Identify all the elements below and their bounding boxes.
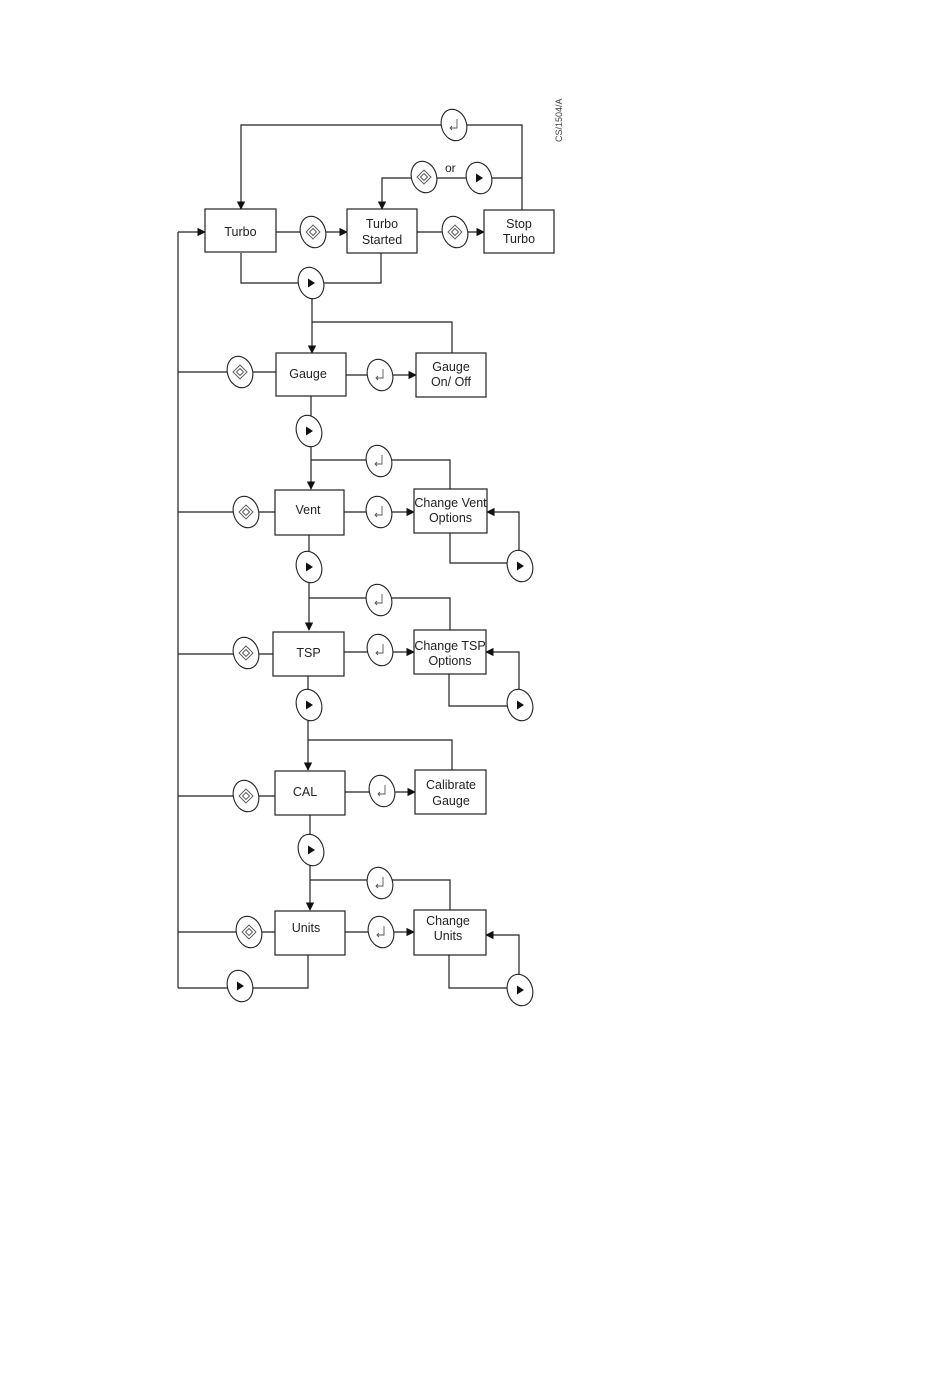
box-change-units: Change Units	[414, 910, 486, 955]
box-gauge-on-off-line1: Gauge	[432, 360, 470, 374]
cycle-right-triangle-icon	[292, 548, 326, 586]
box-units-label: Units	[292, 921, 320, 935]
start-stop-diamond-icon	[229, 634, 263, 672]
box-change-units-line1: Change	[426, 914, 470, 928]
box-units: Units	[275, 911, 345, 955]
enter-return-arrow-icon	[363, 864, 397, 902]
box-cal: CAL	[275, 771, 345, 815]
enter-return-arrow-icon	[362, 442, 396, 480]
box-vent: Vent	[275, 490, 344, 535]
box-stop-turbo-line2: Turbo	[503, 232, 535, 246]
box-turbo-label: Turbo	[224, 225, 256, 239]
box-gauge-on-off-line2: On/ Off	[431, 375, 472, 389]
cycle-right-triangle-icon	[503, 971, 537, 1009]
start-stop-diamond-icon	[232, 913, 266, 951]
box-change-tsp-line1: Change TSP	[414, 639, 485, 653]
enter-return-arrow-icon	[363, 356, 397, 394]
cycle-right-triangle-icon	[292, 412, 326, 450]
box-turbo-started-line1: Turbo	[366, 217, 398, 231]
cycle-right-triangle-icon	[503, 686, 537, 724]
box-change-tsp-options: Change TSP Options	[414, 630, 486, 674]
box-change-tsp-line2: Options	[428, 654, 471, 668]
start-stop-diamond-icon	[229, 777, 263, 815]
box-gauge-label: Gauge	[289, 367, 327, 381]
box-turbo-started: Turbo Started	[347, 209, 417, 253]
box-change-vent-line2: Options	[429, 511, 472, 525]
cycle-right-triangle-icon	[294, 264, 328, 302]
start-stop-diamond-icon	[438, 213, 472, 251]
cycle-right-triangle-icon	[223, 967, 257, 1005]
or-label: or	[445, 161, 456, 175]
enter-return-arrow-icon	[362, 493, 396, 531]
box-calibrate-gauge: Calibrate Gauge	[415, 770, 486, 814]
box-vent-label: Vent	[295, 503, 321, 517]
box-gauge: Gauge	[276, 353, 346, 396]
start-stop-diamond-icon	[407, 158, 441, 196]
box-tsp: TSP	[273, 632, 344, 676]
cycle-right-triangle-icon	[294, 831, 328, 869]
box-stop-turbo: Stop Turbo	[484, 210, 554, 253]
enter-return-arrow-icon	[364, 913, 398, 951]
enter-return-arrow-icon	[437, 106, 471, 144]
box-cal-label: CAL	[293, 785, 317, 799]
figure-reference: CS/1504/A	[554, 98, 564, 142]
enter-return-arrow-icon	[365, 772, 399, 810]
enter-return-arrow-icon	[363, 631, 397, 669]
box-stop-turbo-line1: Stop	[506, 217, 532, 231]
start-stop-diamond-icon	[296, 213, 330, 251]
start-stop-diamond-icon	[223, 353, 257, 391]
start-stop-diamond-icon	[229, 493, 263, 531]
cycle-right-triangle-icon	[292, 686, 326, 724]
cycle-right-triangle-icon	[462, 159, 496, 197]
box-gauge-on-off: Gauge On/ Off	[416, 353, 486, 397]
box-change-units-line2: Units	[434, 929, 462, 943]
box-turbo-started-line2: Started	[362, 233, 402, 247]
box-calibrate-line1: Calibrate	[426, 778, 476, 792]
box-tsp-label: TSP	[296, 646, 320, 660]
enter-return-arrow-icon	[362, 581, 396, 619]
cycle-right-triangle-icon	[503, 547, 537, 585]
box-calibrate-line2: Gauge	[432, 794, 470, 808]
box-change-vent-line1: Change Vent	[414, 496, 487, 510]
box-change-vent-options: Change Vent Options	[414, 489, 487, 533]
box-turbo: Turbo	[205, 209, 276, 252]
